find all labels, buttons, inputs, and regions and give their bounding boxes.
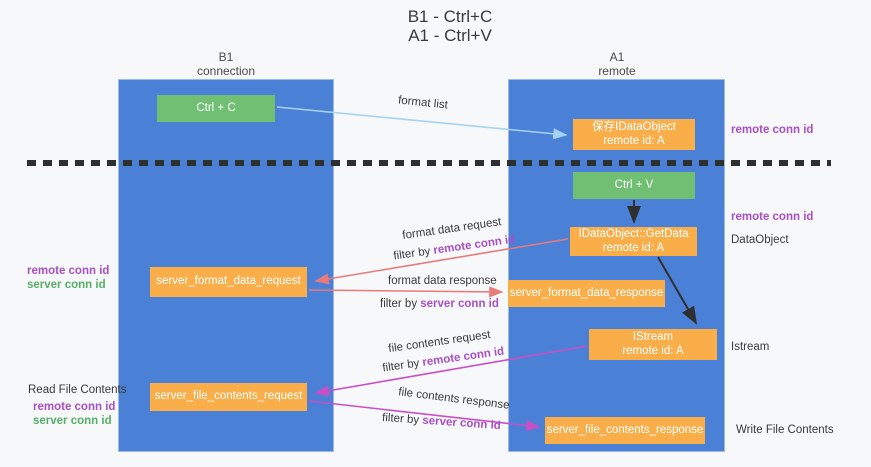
format-list-label: format list [397, 94, 449, 112]
node-istream: IStream remote id: A [589, 329, 717, 360]
node-server-format-data-request: server_format_data_request [150, 267, 307, 297]
format-data-response-label: format data response [388, 275, 497, 287]
server-conn-id-text: server conn id [421, 414, 502, 433]
node-server-file-contents-request-label: server_file_contents_request [154, 390, 303, 403]
filter-by-text: filter by [381, 356, 424, 375]
title-line-2: A1 - Ctrl+V [408, 26, 492, 45]
node-save-dataobject-line2: remote id: A [603, 134, 665, 147]
node-idataobject-getdata-line1: IDataObject::GetData [578, 228, 689, 240]
file-contents-response-label: file contents response [397, 386, 511, 412]
right-column-header: A1 remote [537, 50, 697, 78]
title-line-1: B1 - Ctrl+C [407, 7, 493, 26]
remote-conn-id-annotation-left1: remote conn id [27, 265, 110, 277]
istream-annotation: Istream [731, 341, 770, 353]
remote-conn-id-annotation-top: remote conn id [731, 124, 814, 136]
format-data-response-filter-label: filter by server conn id [380, 298, 499, 310]
filter-by-text: filter by [381, 411, 423, 427]
left-column-role: connection [196, 64, 256, 78]
node-server-format-data-response: server_format_data_response [508, 280, 665, 307]
node-server-format-data-response-label: server_format_data_response [509, 286, 664, 299]
filter-by-text: filter by [380, 298, 421, 310]
remote-conn-id-text: remote conn id [421, 345, 505, 369]
file-contents-response-filter-label: filter by server conn id [382, 412, 501, 432]
dataobject-annotation: DataObject [731, 234, 789, 246]
node-istream-line1: IStream [632, 331, 674, 343]
left-column-name: B1 [218, 50, 234, 64]
right-column-role: remote [598, 64, 636, 78]
node-istream-line2: remote id: A [622, 344, 684, 357]
node-idataobject-getdata-line2: remote id: A [602, 241, 665, 254]
node-save-dataobject: 保存IDataObject remote id: A [573, 119, 695, 150]
node-ctrl-c-label: Ctrl + C [196, 101, 236, 114]
read-file-contents-annotation: Read File Contents [28, 384, 127, 396]
node-ctrl-v-label: Ctrl + V [614, 178, 654, 191]
node-server-file-contents-response-label: server_file_contents_response [546, 423, 704, 436]
node-server-format-data-request-label: server_format_data_request [156, 275, 301, 288]
server-conn-id-annotation-left1: server conn id [27, 279, 106, 291]
node-server-file-contents-response: server_file_contents_response [545, 417, 705, 444]
right-column-name: A1 [609, 50, 625, 64]
node-idataobject-getdata: IDataObject::GetData remote id: A [570, 227, 697, 256]
server-conn-id-annotation-left2: server conn id [33, 415, 112, 427]
write-file-contents-annotation: Write File Contents [736, 424, 834, 436]
filter-by-text: filter by [392, 244, 435, 263]
remote-conn-id-annotation-mid: remote conn id [731, 211, 814, 223]
remote-conn-id-annotation-left2: remote conn id [33, 401, 116, 413]
diagram-title: B1 - Ctrl+C A1 - Ctrl+V [285, 7, 615, 45]
server-conn-id-text: server conn id [420, 298, 499, 310]
remote-conn-id-text: remote conn id [432, 233, 516, 257]
left-column-header: B1 connection [146, 50, 306, 78]
node-ctrl-v: Ctrl + V [573, 172, 695, 199]
node-ctrl-c: Ctrl + C [157, 95, 275, 122]
node-save-dataobject-line1: 保存IDataObject [592, 121, 676, 133]
node-server-file-contents-request: server_file_contents_request [150, 383, 307, 411]
format-data-response-arrow [308, 286, 504, 298]
